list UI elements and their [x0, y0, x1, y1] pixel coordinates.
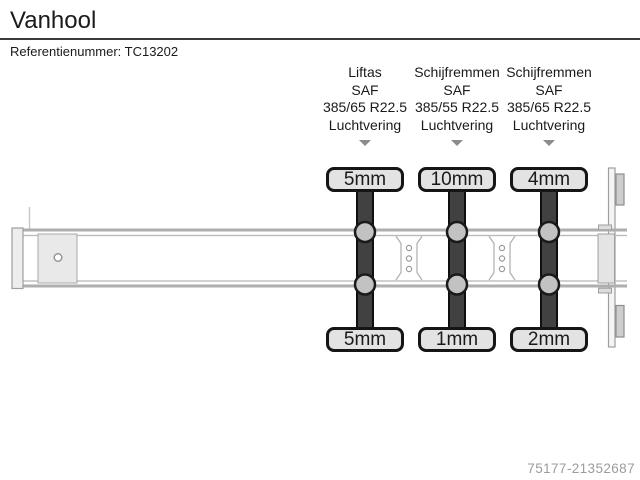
axle-3 — [537, 189, 561, 330]
kingpin — [53, 252, 63, 262]
axle-spec-column-2: Schijfremmen SAF 385/55 R22.5 Luchtverin… — [392, 64, 522, 146]
front-crossmember — [11, 227, 24, 290]
axle-spec-column-1: Liftas SAF 385/65 R22.5 Luchtvering — [300, 64, 430, 146]
pointer-down-icon — [359, 140, 371, 146]
tread-depth-badge-top-2: 10mm — [418, 167, 496, 192]
rear-bracket-bottom — [598, 287, 612, 294]
brake-type-label: Liftas — [348, 64, 382, 80]
rear-light-top — [615, 173, 625, 206]
axle-2 — [445, 189, 469, 330]
axle-bar — [356, 189, 374, 330]
pointer-down-icon — [451, 140, 463, 146]
header-divider — [0, 38, 640, 40]
crossmember-2 — [488, 235, 516, 281]
hub-circle — [537, 273, 561, 296]
hub-circle — [445, 220, 469, 244]
axle-brand-label: SAF — [535, 81, 563, 98]
axle-bar — [448, 189, 466, 330]
reference-number: Referentienummer: TC13202 — [10, 44, 179, 59]
tread-depth-badge-bottom-1: 5mm — [326, 327, 404, 352]
brake-type-label: Schijfremmen — [506, 64, 592, 80]
tread-depth-badge-top-1: 5mm — [326, 167, 404, 192]
tire-size-label: 385/65 R22.5 — [506, 99, 592, 115]
brake-type-label: Schijfremmen — [414, 64, 500, 80]
tread-depth-badge-bottom-3: 2mm — [510, 327, 588, 352]
suspension-label: Luchtvering — [512, 116, 586, 133]
axle-spec-column-3: Schijfremmen SAF 385/65 R22.5 Luchtverin… — [484, 64, 614, 146]
hub-circle — [445, 273, 469, 296]
page-title: Vanhool — [10, 7, 97, 34]
suspension-label: Luchtvering — [328, 116, 402, 133]
rear-bracket-top — [598, 224, 612, 231]
axle-bar — [540, 189, 558, 330]
tire-size-label: 385/65 R22.5 — [322, 99, 408, 115]
pointer-down-icon — [543, 140, 555, 146]
chassis-rails — [12, 228, 627, 288]
hub-circle — [353, 220, 377, 244]
axle-1 — [353, 189, 377, 330]
tread-depth-badge-top-3: 4mm — [510, 167, 588, 192]
crossmember-1 — [395, 235, 423, 281]
hub-circle — [353, 273, 377, 296]
tire-size-label: 385/55 R22.5 — [414, 99, 500, 115]
listing-id: 75177-21352687 — [527, 461, 635, 476]
hub-circle — [537, 220, 561, 244]
rear-light-bottom — [615, 304, 625, 338]
axle-brand-label: SAF — [351, 81, 379, 98]
axle-brand-label: SAF — [443, 81, 471, 98]
rear-crossmember — [597, 233, 615, 284]
suspension-label: Luchtvering — [420, 116, 494, 133]
tread-depth-badge-bottom-2: 1mm — [418, 327, 496, 352]
